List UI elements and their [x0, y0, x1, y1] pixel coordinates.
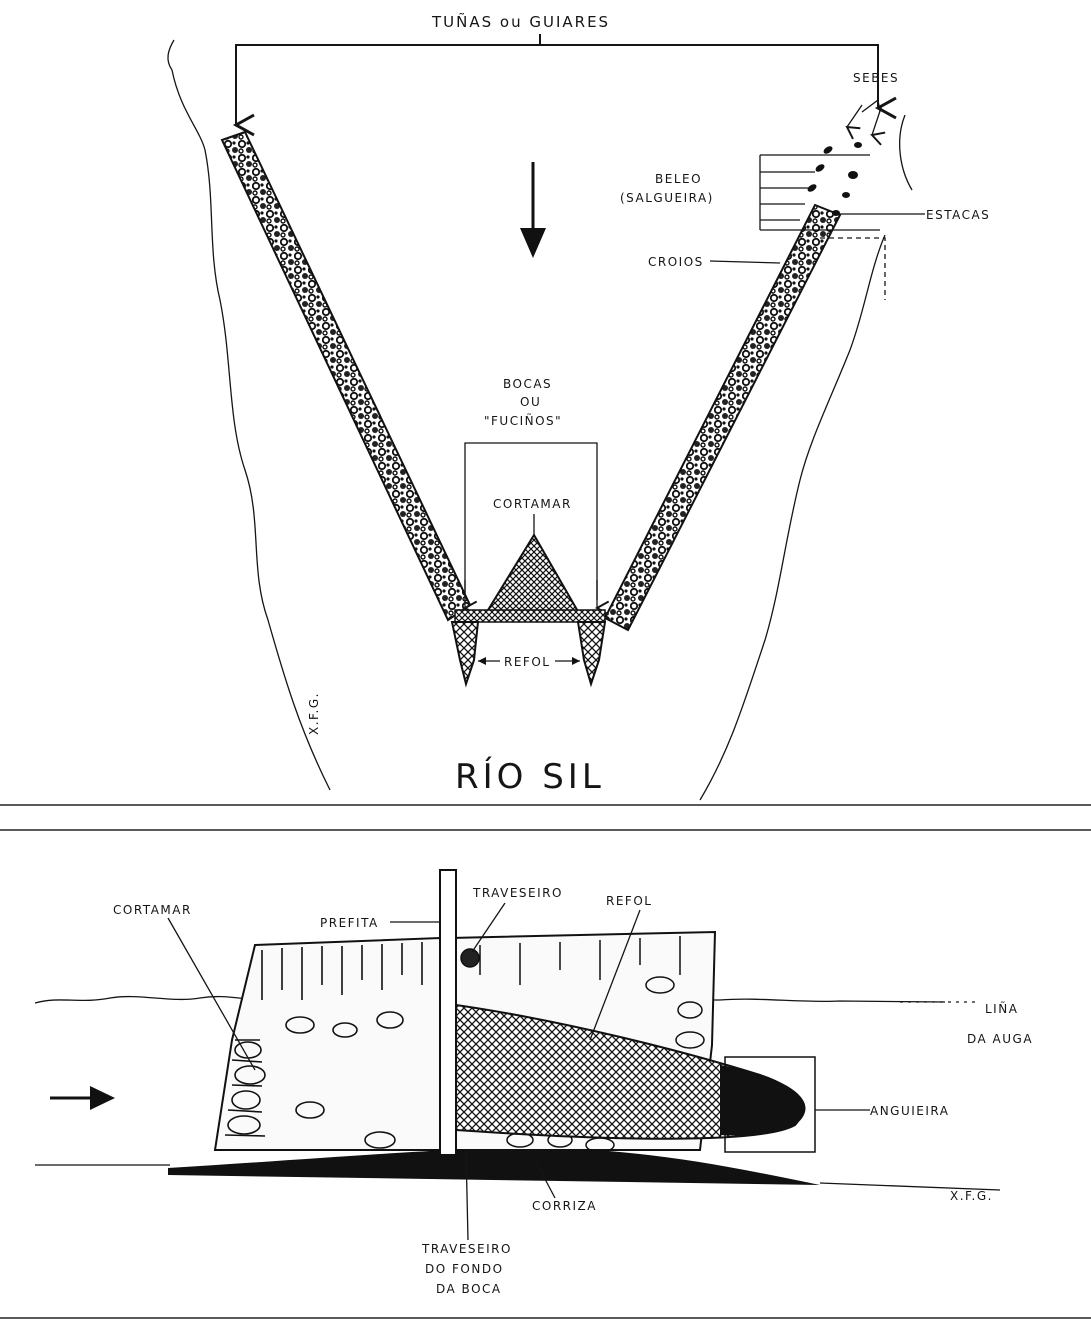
bottom-section-view: LIÑA DA AUGA	[34, 869, 1033, 1296]
traveseiro-fondo-label-2: DO FONDO	[425, 1262, 504, 1276]
cortamar-label: CORTAMAR	[493, 497, 572, 511]
guides-bracket	[235, 44, 897, 125]
cortamar-side-label: CORTAMAR	[113, 903, 192, 917]
fucinos-label: "FUCIÑOS"	[484, 413, 562, 428]
croios-label: CROIOS	[648, 255, 704, 269]
refol-side-leader	[589, 909, 641, 1041]
estacas-label: ESTACAS	[926, 208, 990, 222]
corriza-label: CORRIZA	[532, 1199, 597, 1213]
beleo-label: BELEO	[655, 172, 702, 186]
anguieira-net-tip	[720, 1065, 806, 1136]
cortamar-side-leader	[167, 917, 256, 1071]
refol-arrowhead-left	[478, 657, 486, 665]
right-riverbank	[699, 234, 886, 801]
bocas-ou-label: OU	[520, 395, 541, 409]
prefita-post	[439, 869, 457, 1156]
stone-wall-left	[213, 936, 441, 1151]
left-riverbank-shore	[167, 39, 175, 71]
bocas-bracket	[464, 442, 598, 600]
river-name: RÍO SIL	[455, 756, 605, 797]
water-line-label-1: LIÑA	[985, 1001, 1018, 1016]
corriza-leader	[534, 1159, 556, 1199]
anguieira-label: ANGUIEIRA	[870, 1104, 950, 1118]
traveseiro-leader	[471, 902, 506, 953]
left-riverbank	[171, 69, 331, 791]
refol-side-label: REFOL	[606, 894, 652, 908]
croios-leader	[709, 260, 781, 264]
right-riverbank-upper	[899, 114, 913, 191]
guides-title: TUÑAS ou GUIARES	[431, 12, 610, 31]
flow-direction-arrow-bottom	[50, 1086, 115, 1110]
top-plan-view: TUÑAS ou GUIARES SEBES BELEO (SALGUEIRA)…	[167, 12, 990, 801]
left-boca-net	[450, 621, 480, 688]
refol-arrowhead-right	[572, 657, 580, 665]
traveseiro-fondo-label-3: DA BOCA	[436, 1282, 502, 1296]
refol-label: REFOL	[504, 655, 550, 669]
top-signature: X.F.G.	[307, 692, 321, 735]
sebes-arrow-2	[870, 104, 886, 146]
sebes-arrow-1	[845, 104, 863, 140]
water-line-label-2: DA AUGA	[967, 1032, 1033, 1046]
traveseiro-label: TRAVESEIRO	[472, 886, 563, 900]
bocas-label: BOCAS	[503, 377, 552, 391]
riverbed	[168, 1147, 820, 1185]
bottom-signature: X.F.G.	[950, 1189, 993, 1203]
right-guide-wall	[603, 203, 842, 632]
right-boca-net	[576, 621, 607, 688]
stone-wall-left-texture	[224, 942, 423, 1149]
stakes	[807, 142, 862, 216]
anguieira-box	[724, 1056, 816, 1153]
flow-direction-arrow	[520, 162, 546, 258]
sebes-label: SEBES	[853, 71, 899, 85]
traveseiro-fondo-leader	[465, 1149, 469, 1241]
beleo-dashed	[820, 237, 886, 300]
prefita-label: PREFITA	[320, 916, 379, 930]
traveseiro-fondo-label-1: TRAVESEIRO	[421, 1242, 512, 1256]
beleo-bracket	[759, 154, 880, 231]
riverbed-line	[35, 1164, 1001, 1191]
left-guide-wall	[220, 130, 472, 622]
weir-base	[454, 609, 606, 623]
beleo-sublabel: (SALGUEIRA)	[620, 191, 714, 205]
cortamar-triangle	[483, 533, 582, 616]
traveseiro-beam	[460, 948, 480, 968]
